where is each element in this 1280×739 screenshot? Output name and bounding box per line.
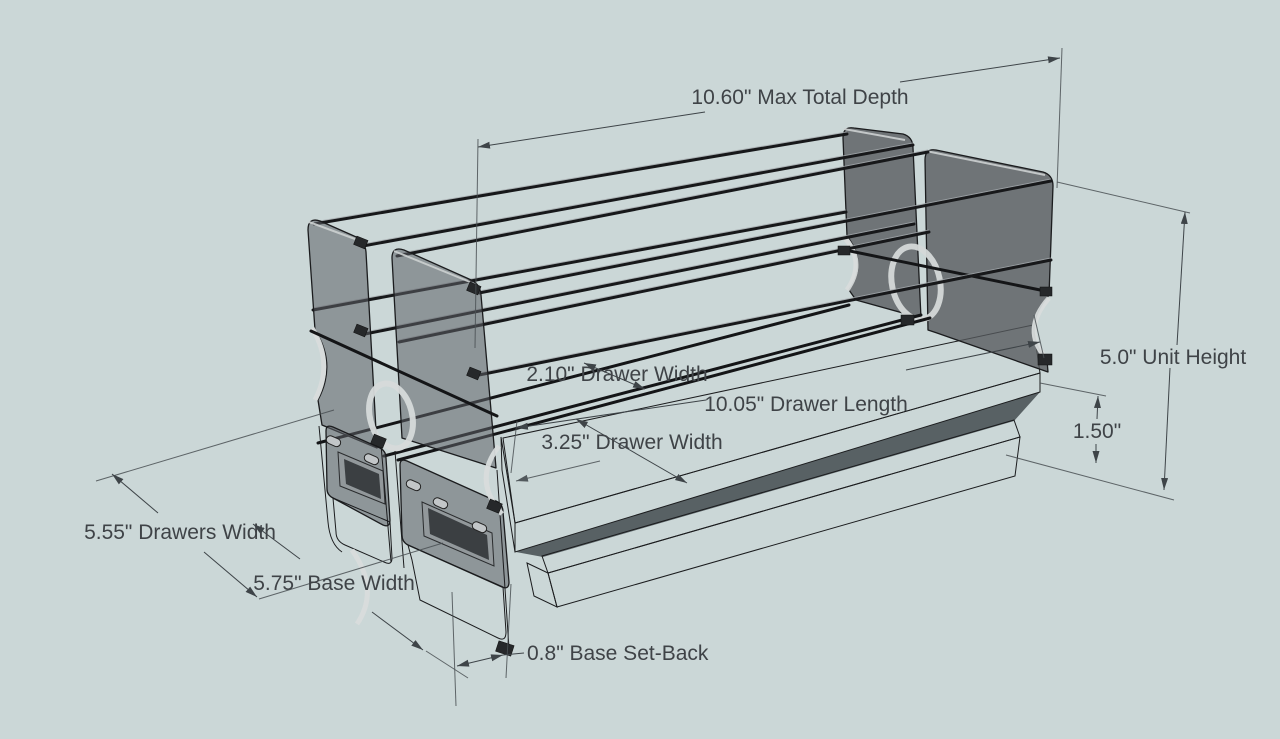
dim-label-unit-height: 5.0" Unit Height — [1100, 346, 1247, 369]
rod-junction-blocks — [353, 235, 1053, 657]
rail-rods — [311, 131, 1053, 377]
dim-base-height: 1.50" — [1073, 395, 1121, 463]
rod — [477, 179, 1053, 295]
dim-label-max-total-depth: 10.60" Max Total Depth — [691, 86, 908, 109]
spice-rack-model — [307, 127, 1054, 657]
drawer-floor-slab — [500, 324, 1041, 553]
extension-lines — [95, 47, 1191, 707]
dim-label-drawers-width: 5.55" Drawers Width — [84, 521, 276, 544]
dim-label-drawer-width-small: 2.10" Drawer Width — [526, 363, 707, 386]
drawers — [318, 235, 1053, 657]
base-slab — [526, 419, 1021, 608]
drawer-narrow-foot — [332, 497, 393, 564]
dim-max-total-depth: 10.60" Max Total Depth — [477, 56, 1061, 149]
dim-label-base-width: 5.75" Base Width — [253, 572, 415, 595]
rod — [477, 258, 1053, 377]
dim-label-base-setback: 0.8" Base Set-Back — [527, 642, 709, 665]
grip-cutout-back-left — [843, 236, 859, 292]
back-tier-rail — [843, 248, 1052, 294]
dimension-annotations: 10.60" Max Total Depth 5.0" Unit Height … — [84, 47, 1247, 707]
dim-label-drawer-length: 10.05" Drawer Length — [704, 393, 908, 416]
bracket-top-highlight — [393, 250, 471, 283]
divider-edge — [380, 444, 392, 563]
dim-base-setback: 0.8" Base Set-Back — [456, 642, 709, 667]
dim-drawers-width: 5.55" Drawers Width — [84, 473, 276, 598]
floor-underside-shadow — [516, 392, 1040, 557]
bracket-top-highlight — [925, 150, 1046, 176]
dim-base-width: 5.75" Base Width — [252, 523, 424, 651]
front-tier-rail — [309, 329, 499, 418]
dim-drawer-width-large: 3.25" Drawer Width — [541, 418, 723, 484]
grip-cutout-back-right — [1031, 296, 1051, 360]
rod — [361, 143, 915, 248]
dim-drawer-width-small: 2.10" Drawer Width — [526, 362, 708, 390]
drawer-handle-slot — [344, 459, 381, 499]
drawer-pegs — [325, 435, 488, 534]
dim-unit-height: 5.0" Unit Height — [1100, 211, 1247, 491]
bracket-foot-edge — [318, 425, 343, 553]
dim-drawer-length: 10.05" Drawer Length — [515, 341, 1041, 430]
front-brackets — [307, 219, 499, 469]
bracket-top-highlight — [308, 221, 356, 240]
grip-hole-front — [366, 380, 416, 452]
dim-label-drawer-width-large: 3.25" Drawer Width — [541, 431, 722, 454]
dim-label-base-height: 1.50" — [1073, 420, 1121, 443]
floor-left-end-face — [500, 436, 516, 553]
bracket-top-highlight — [843, 128, 906, 141]
back-brackets — [842, 127, 1054, 373]
front-bracket-wide — [391, 248, 497, 469]
base-left-end-face — [526, 562, 558, 608]
divider-edge — [394, 450, 405, 569]
drawer-handle-slot — [428, 508, 489, 560]
drawer-wide-foot — [407, 544, 507, 640]
rod — [395, 150, 930, 258]
rod — [312, 132, 849, 226]
drawer-right-edge — [496, 469, 510, 649]
grip-cutout-foot — [349, 548, 370, 626]
